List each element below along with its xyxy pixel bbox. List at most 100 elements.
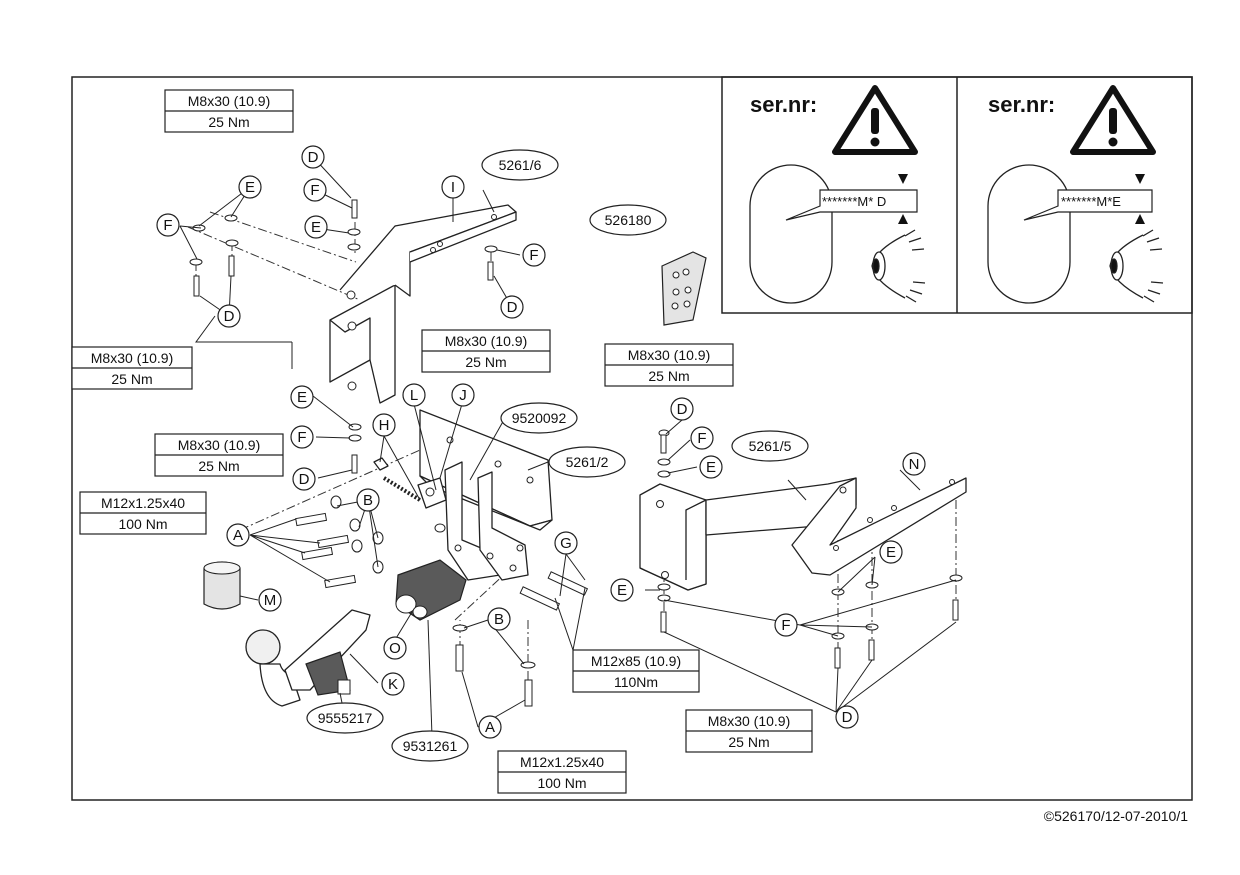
spec-box-size: M12x1.25x40 bbox=[520, 754, 604, 770]
callout-letter: A bbox=[485, 719, 495, 736]
callout-letter: E bbox=[297, 389, 307, 406]
callout-letter: H bbox=[379, 417, 390, 434]
spec-box-1: M8x30 (10.9) 25 Nm bbox=[164, 89, 294, 133]
leader-lines bbox=[179, 156, 957, 737]
spec-box-7: M12x85 (10.9) 110Nm bbox=[572, 649, 700, 693]
spec-box-size: M8x30 (10.9) bbox=[188, 93, 270, 109]
callout-i: I bbox=[441, 175, 465, 199]
spec-box-torque: 25 Nm bbox=[648, 368, 689, 384]
callout-letter: E bbox=[311, 219, 321, 236]
callout-e-3: E bbox=[290, 385, 314, 409]
callout-letter: J bbox=[459, 387, 467, 404]
callout-letter: O bbox=[389, 640, 401, 657]
callout-b-2: B bbox=[487, 607, 511, 631]
part-number-526180: 526180 bbox=[589, 204, 667, 236]
callout-d-2: D bbox=[217, 304, 241, 328]
callout-letter: D bbox=[224, 308, 235, 325]
part-number-label: 5261/5 bbox=[749, 438, 792, 454]
diagram-frame bbox=[71, 76, 1193, 801]
callout-f-2: F bbox=[303, 178, 327, 202]
serial-number-label: *******M* D bbox=[822, 194, 886, 209]
callout-f-1: F bbox=[156, 213, 180, 237]
callout-letter: K bbox=[388, 676, 398, 693]
spec-box-torque: 25 Nm bbox=[728, 734, 769, 750]
plate-526180-drawing bbox=[661, 251, 707, 326]
part-number-label: 9555217 bbox=[318, 710, 373, 726]
callout-letter: D bbox=[677, 401, 688, 418]
part-number-5261-5: 5261/5 bbox=[731, 430, 809, 462]
callout-letter: M bbox=[264, 592, 277, 609]
spec-box-size: M8x30 (10.9) bbox=[91, 350, 173, 366]
callout-o: O bbox=[383, 636, 407, 660]
callout-d-4: D bbox=[292, 467, 316, 491]
callout-letter: F bbox=[310, 182, 319, 199]
callout-e-5: E bbox=[879, 540, 903, 564]
spec-box-torque: 25 Nm bbox=[465, 354, 506, 370]
callout-l: L bbox=[402, 383, 426, 407]
part-number-5261-2: 5261/2 bbox=[548, 446, 626, 478]
socket-o-drawing bbox=[395, 559, 467, 621]
callout-letter: E bbox=[706, 459, 716, 476]
callout-letter: B bbox=[363, 492, 373, 509]
callout-d-1: D bbox=[301, 145, 325, 169]
spec-box-torque: 25 Nm bbox=[198, 458, 239, 474]
spec-box-size: M8x30 (10.9) bbox=[628, 347, 710, 363]
callout-f-6: F bbox=[774, 613, 798, 637]
callout-letter: B bbox=[494, 611, 504, 628]
callout-n: N bbox=[902, 452, 926, 476]
callout-e-4: E bbox=[699, 455, 723, 479]
spec-box-torque: 25 Nm bbox=[208, 114, 249, 130]
callout-letter: E bbox=[617, 582, 627, 599]
bracket-5261-2-drawing bbox=[239, 409, 589, 707]
callout-m: M bbox=[258, 588, 282, 612]
spec-box-size: M8x30 (10.9) bbox=[708, 713, 790, 729]
callout-e-1: E bbox=[238, 175, 262, 199]
spec-box-torque: 100 Nm bbox=[118, 516, 167, 532]
spec-box-8: M12x1.25x40 100 Nm bbox=[497, 750, 627, 794]
spec-box-size: M8x30 (10.9) bbox=[445, 333, 527, 349]
callout-letter: F bbox=[529, 247, 538, 264]
callout-d-6: D bbox=[835, 705, 859, 729]
callout-b-1: B bbox=[356, 488, 380, 512]
callout-letter: D bbox=[842, 709, 853, 726]
callout-letter: F bbox=[697, 430, 706, 447]
serial-panel-title: ser.nr: bbox=[750, 92, 817, 117]
callout-e-2: E bbox=[304, 215, 328, 239]
spec-box-size: M12x85 (10.9) bbox=[591, 653, 681, 669]
callout-letter: E bbox=[886, 544, 896, 561]
callout-d-3: D bbox=[500, 295, 524, 319]
warning-triangle-icon bbox=[1070, 85, 1156, 155]
part-number-label: 5261/2 bbox=[566, 454, 609, 470]
callout-letter: D bbox=[299, 471, 310, 488]
callout-g: G bbox=[554, 531, 578, 555]
warning-triangle-icon bbox=[832, 85, 918, 155]
callout-a-2: A bbox=[478, 715, 502, 739]
callout-letter: I bbox=[451, 179, 455, 196]
callout-f-3: F bbox=[522, 243, 546, 267]
spec-box-torque: 110Nm bbox=[614, 674, 658, 690]
spec-box-size: M8x30 (10.9) bbox=[178, 437, 260, 453]
callout-letter: F bbox=[163, 217, 172, 234]
eye-icon bbox=[1109, 229, 1164, 303]
part-number-5261-6: 5261/6 bbox=[481, 149, 559, 181]
spec-box-4: M8x30 (10.9) 25 Nm bbox=[604, 343, 734, 387]
spec-box-torque: 25 Nm bbox=[111, 371, 152, 387]
spec-box-torque: 100 Nm bbox=[537, 775, 586, 791]
callout-letter: E bbox=[245, 179, 255, 196]
callout-letter: D bbox=[308, 149, 319, 166]
serial-panel-2: ser.nr: *******M*E bbox=[987, 85, 1164, 304]
bracket-5261-6-drawing bbox=[187, 199, 517, 404]
callout-letter: A bbox=[233, 527, 243, 544]
part-number-9531261: 9531261 bbox=[391, 730, 469, 762]
part-number-label: 9531261 bbox=[403, 738, 458, 754]
part-number-label: 5261/6 bbox=[499, 157, 542, 173]
callout-k: K bbox=[381, 672, 405, 696]
callout-f-5: F bbox=[690, 426, 714, 450]
spec-box-size: M12x1.25x40 bbox=[101, 495, 185, 511]
part-number-label: 526180 bbox=[605, 212, 652, 228]
callout-letter: F bbox=[297, 429, 306, 446]
bracket-5261-5-drawing bbox=[639, 429, 967, 669]
document-reference: ©526170/12-07-2010/1 bbox=[1044, 808, 1188, 824]
callout-h: H bbox=[372, 413, 396, 437]
ball-neck-k-drawing bbox=[245, 609, 371, 707]
